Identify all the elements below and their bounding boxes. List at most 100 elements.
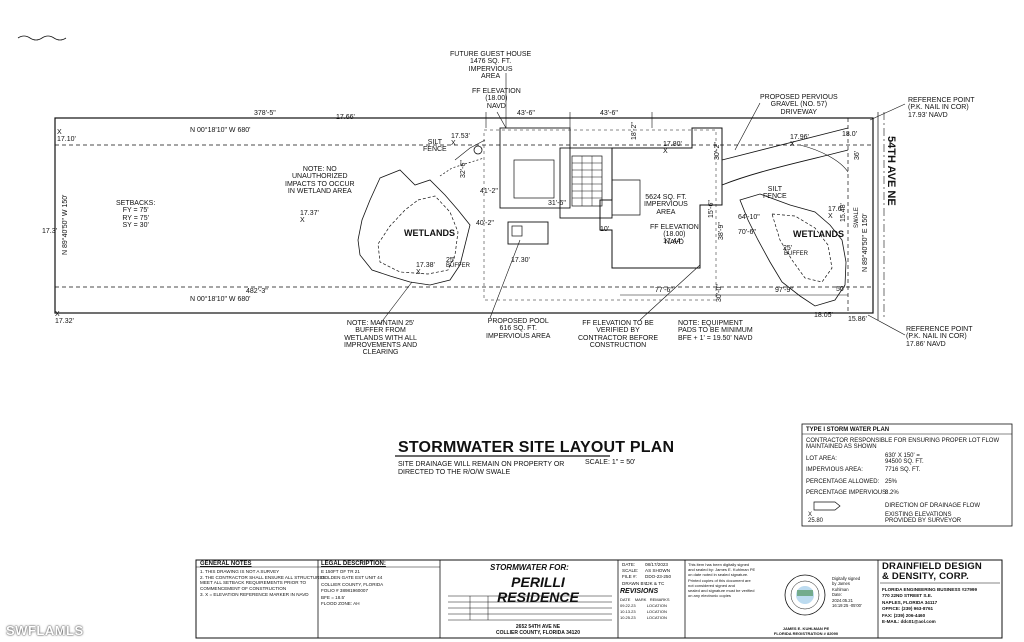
- elev-17-53: 17.53'X: [451, 133, 470, 148]
- elev-17-38: 17.38'X: [416, 262, 435, 277]
- guest-house-outline: [499, 127, 571, 209]
- wetlands-left-outline: [357, 169, 471, 286]
- main-house-outline: [599, 127, 723, 269]
- title-block-border: [195, 559, 1003, 639]
- wetland-buffer-left: [377, 195, 459, 275]
- storm-row-percent-label: PERCENTAGE IMPERVIOUS:: [806, 490, 888, 496]
- ff-elevation-top-label: FF ELEVATION(18.00)NAVD: [472, 88, 521, 110]
- dim-64-10: 64'-10": [738, 214, 760, 221]
- storm-row-allowed-value: 25%: [885, 479, 898, 485]
- storm-row-impervious-label: IMPERVIOUS AREA:: [806, 467, 863, 473]
- dim-25-right: 25': [783, 245, 793, 252]
- dim-30-2: 30'-2": [714, 142, 721, 160]
- elev-17-6: 17.6'X: [828, 206, 843, 221]
- legal-list: E 150FT OF TR 21 GOLDEN GATE EST UNIT 44…: [321, 569, 384, 607]
- setbacks-note: SETBACKS:FY = 75'RY = 75'SY = 30': [116, 200, 156, 230]
- dim-41-2: 41'-2": [480, 188, 498, 195]
- dim-bottom-total: 482'-3": [246, 288, 268, 295]
- dim-43-6-b: 43'-6": [600, 110, 618, 117]
- dim-32-6: 32'-6": [460, 160, 467, 178]
- dim-top-total: 378'-5": [254, 110, 276, 117]
- dim-30-0: 30'-0": [716, 284, 723, 302]
- watermark: SWFLAMLS: [6, 623, 84, 638]
- street-name: 54TH AVE NE: [885, 136, 897, 206]
- elev-17-80: 17.80'X: [663, 141, 682, 156]
- wetlands-left-label: WETLANDS: [404, 228, 455, 238]
- dim-15-6: 15'-6": [708, 200, 715, 218]
- plan-title: STORMWATER SITE LAYOUT PLAN: [398, 439, 675, 456]
- dim-18-2: 18'-2": [631, 122, 638, 140]
- legal-title: LEGAL DESCRIPTION:: [321, 561, 386, 567]
- dim-25-left: 25': [446, 257, 456, 264]
- wetlands-right-label: WETLANDS: [793, 229, 844, 239]
- elev-17-30: 17.30': [511, 257, 530, 264]
- buffer-word-right: BUFFER: [784, 251, 808, 257]
- wetland-buffer-right: [771, 213, 833, 283]
- buffer-word-left: BUFFER: [446, 263, 470, 269]
- bearing-bottom: N 00°18'10" W 680': [190, 296, 251, 303]
- dim-70-6: 70'-6": [738, 229, 756, 236]
- stormwater-for: STORMWATER FOR:: [490, 563, 569, 572]
- storm-row-impervious-value: 7716 SQ. FT.: [885, 467, 921, 473]
- elev-17-96: 17.96'X: [790, 134, 809, 149]
- storm-row-allowed-label: PERCENTAGE ALLOWED:: [806, 479, 880, 485]
- ff-elevation-house-label: FF ELEVATION(18.00)NAVD: [650, 224, 699, 246]
- north-arrow-squiggle: [17, 35, 67, 41]
- firm-name: DRAINFIELD DESIGN& DENSITY, CORP.: [882, 561, 982, 582]
- storm-row-lot-value: 630' X 150' =94500 SQ. FT.: [885, 453, 924, 466]
- elev-15-48: 15.48': [840, 203, 847, 222]
- bearing-left: N 89°40'50" W 150': [62, 194, 69, 256]
- bearing-top: N 00°18'10" W 680': [190, 127, 251, 134]
- date-labels: DATE:SCALE:FILE #:DRAWN BY:: [622, 562, 648, 586]
- wetlands-right-outline: [739, 193, 847, 307]
- rev-rows: 09.22.23 LOCATION 10.13.23 LOCATION 10.2…: [620, 603, 667, 621]
- rev-headers: DATE MARK REMARKS: [620, 597, 670, 602]
- elev-15-86: 15.86': [848, 316, 867, 323]
- engineer-seal: [784, 574, 826, 616]
- storm-table-border: [801, 423, 1013, 527]
- dim-31-6: 31'-6": [548, 200, 566, 207]
- bearing-right: N 89°40'50" E 150': [862, 213, 869, 272]
- dim-36: 36': [854, 150, 861, 160]
- storm-table-header: TYPE I STORM WATER PLAN: [806, 427, 890, 433]
- plan-subtitle-2: DIRECTED TO THE R/O/W SWALE: [398, 469, 511, 476]
- storm-table-intro: CONTRACTOR RESPONSIBLE FOR ENSURING PROP…: [806, 438, 1000, 451]
- elev-17-3: 17.3': [42, 228, 57, 235]
- plan-scale: SCALE: 1" = 50': [585, 459, 636, 466]
- dim-18: 18.0': [842, 131, 857, 138]
- general-notes-list: 1. THIS DRAWING IS NOT A SURVEY 2. THE C…: [200, 569, 326, 597]
- dim-40-2: 40'-2": [476, 220, 494, 227]
- revisions-title: REVISIONS: [620, 588, 659, 595]
- dim-swale: SWALE: [854, 207, 860, 228]
- dim-38-9: 38'-9": [718, 222, 725, 240]
- elev-17-66: 17.66': [336, 114, 355, 121]
- dim-77-6: 77'-6": [655, 287, 673, 294]
- general-notes-title: GENERAL NOTES: [200, 561, 252, 567]
- storm-row-percent-value: 8.2%: [885, 490, 899, 496]
- reference-point-top: REFERENCE POINT(P.K. NAIL IN COR)17.93' …: [908, 97, 975, 119]
- driveway-edge-bottom: [721, 149, 849, 186]
- legend-flow-text: DIRECTION OF DRAINAGE FLOW: [885, 503, 981, 509]
- plan-subtitle-1: SITE DRAINAGE WILL REMAIN ON PROPERTY OR: [398, 461, 565, 468]
- dim-10: 10': [600, 226, 610, 233]
- equipment-pad: [507, 221, 549, 245]
